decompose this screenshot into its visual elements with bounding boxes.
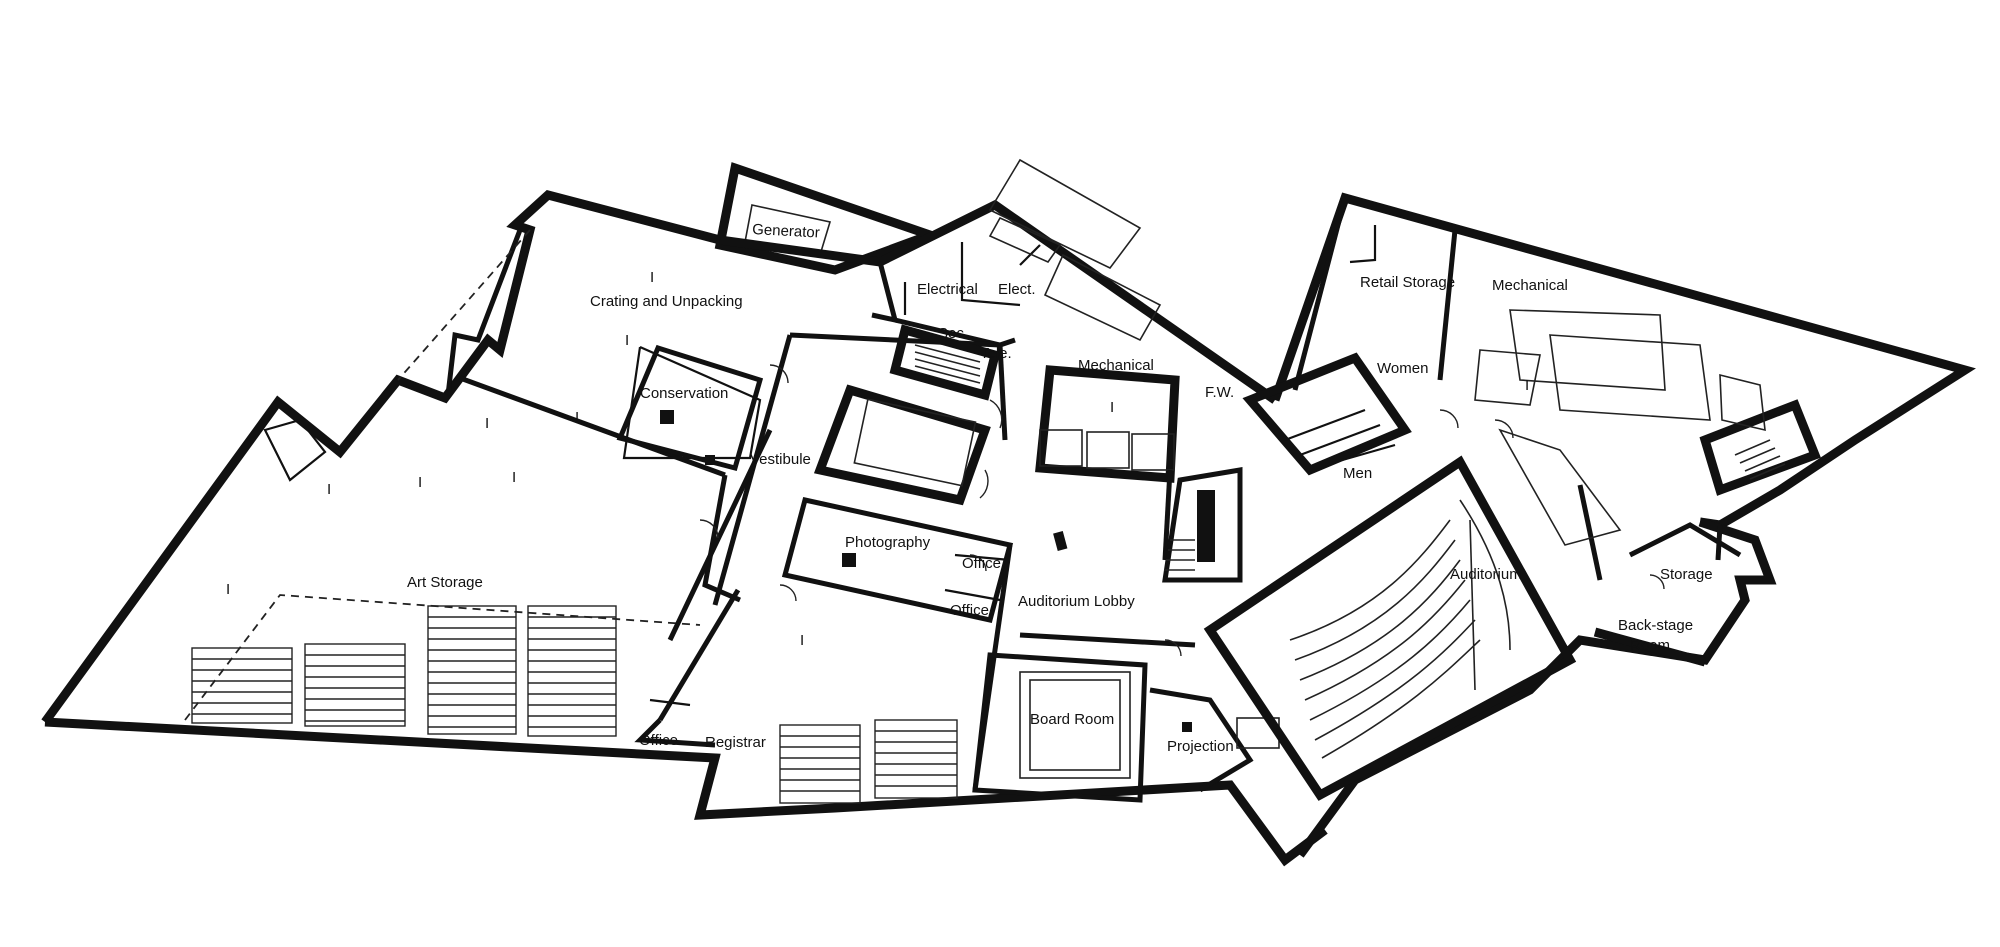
- conservation-column-icon: [660, 410, 674, 424]
- central-walls: [667, 158, 1280, 803]
- svg-text:I: I: [625, 332, 629, 349]
- svg-text:I: I: [327, 481, 331, 498]
- svg-text:I: I: [1525, 377, 1529, 394]
- label-fw: F.W.: [1205, 384, 1234, 401]
- label-mechanical-east: Mechanical: [1492, 277, 1568, 294]
- label-auditorium: Auditorium: [1450, 566, 1522, 583]
- conservation-room: [616, 344, 764, 472]
- room-labels: Generator Crating and Unpacking Conserva…: [407, 221, 1713, 755]
- svg-text:I: I: [575, 409, 579, 426]
- label-photography: Photography: [845, 534, 931, 551]
- label-retail-storage: Retail Storage: [1360, 274, 1455, 291]
- svg-text:I: I: [650, 269, 654, 286]
- svg-text:I: I: [485, 415, 489, 432]
- west-wing-walls: [41, 190, 1328, 867]
- column-marks: I I I I I I I I I I I: [226, 269, 1529, 649]
- label-generator: Generator: [752, 221, 820, 242]
- label-sec: Sec.: [938, 325, 968, 342]
- svg-text:I: I: [418, 474, 422, 491]
- svg-text:I: I: [1110, 399, 1114, 416]
- label-backstage-2: Room: [1630, 637, 1670, 654]
- art-storage-racks: [191, 605, 958, 804]
- svg-text:I: I: [800, 632, 804, 649]
- label-office-c: Office: [639, 732, 678, 749]
- label-conservation: Conservation: [640, 385, 728, 402]
- label-art-storage: Art Storage: [407, 574, 483, 591]
- label-registrar: Registrar: [705, 734, 766, 751]
- east-wing-walls: [1203, 192, 1976, 858]
- label-men: Men: [1343, 465, 1372, 482]
- svg-text:I: I: [512, 469, 516, 486]
- label-backstage-1: Back-stage: [1618, 617, 1693, 634]
- svg-text:I: I: [226, 581, 230, 598]
- label-mechanical-center: Mechanical: [1078, 357, 1154, 374]
- label-electrical: Electrical: [917, 281, 978, 298]
- label-crating: Crating and Unpacking: [590, 293, 743, 310]
- stair-east: [1699, 399, 1821, 496]
- stair-north: [889, 324, 1001, 401]
- door-swings: [699, 364, 1665, 657]
- label-elect: Elect.: [998, 281, 1036, 298]
- label-auditorium-lobby: Auditorium Lobby: [1018, 593, 1135, 610]
- label-women: Women: [1377, 360, 1428, 377]
- label-office-a: Office: [962, 555, 1001, 572]
- label-vestibule: Vestibule: [750, 451, 811, 468]
- label-tele: Tele.: [980, 345, 1012, 362]
- label-board-room: Board Room: [1030, 711, 1114, 728]
- stair-lobby: [1162, 467, 1243, 583]
- label-projection: Projection: [1167, 738, 1234, 755]
- label-office-b: Office: [950, 602, 989, 619]
- label-storage: Storage: [1660, 566, 1713, 583]
